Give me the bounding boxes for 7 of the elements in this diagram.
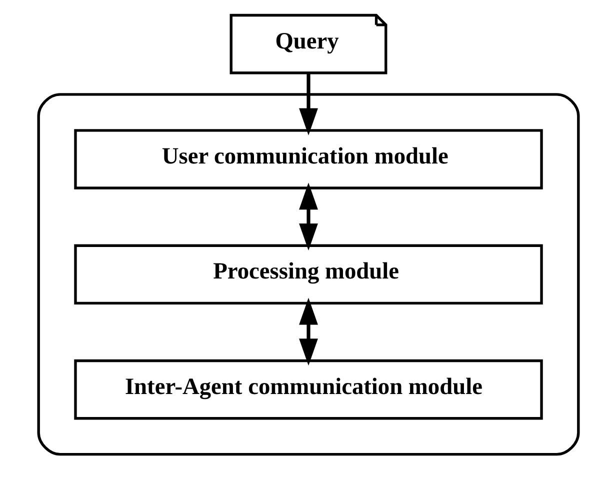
node-box: Inter-Agent communication module [74,359,542,420]
node-box: User communication module [74,129,542,190]
node-box: Processing module [74,244,542,305]
arrow [298,182,318,250]
cluster [36,93,580,456]
arrow [298,72,318,136]
arrow [298,298,318,366]
